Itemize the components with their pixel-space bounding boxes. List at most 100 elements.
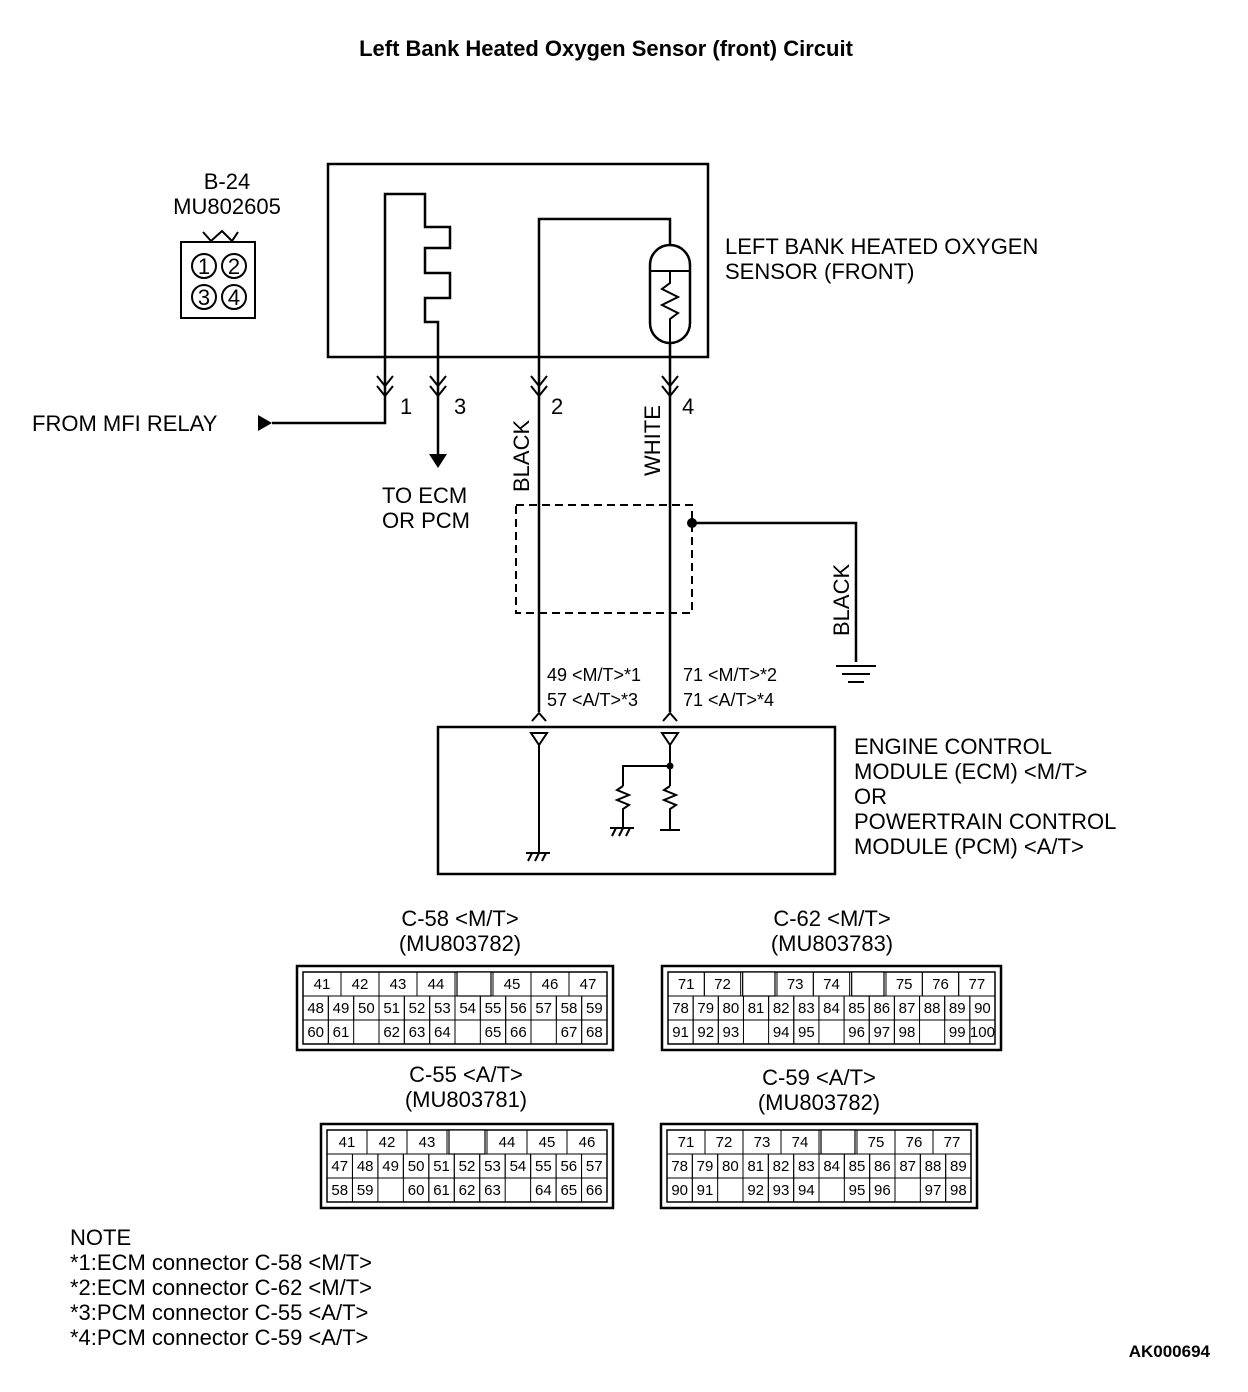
pin-number-label: 45 [539, 1134, 556, 1151]
pin-number-label: 83 [798, 1000, 815, 1017]
pin-number-label: 59 [357, 1182, 374, 1199]
pin-number-label: 55 [485, 1000, 502, 1017]
pin-number-label: 65 [560, 1182, 577, 1199]
chevron-icon [429, 375, 447, 388]
sensor-housing [326, 162, 710, 359]
pin-circle-1 [191, 253, 217, 279]
pin-number-label: 49 [333, 1000, 350, 1017]
pin-number-label: 73 [754, 1134, 771, 1151]
module-label: MODULE (PCM) <A/T> [854, 834, 1084, 859]
pin-number-label: 90 [671, 1182, 688, 1199]
pin-number-label: 48 [357, 1158, 374, 1175]
pin-number-label: 97 [873, 1024, 890, 1041]
connector-title: C-58 <M/T> [401, 906, 518, 931]
connector-part: (MU803782) [399, 931, 521, 956]
sensor-signal-lead [537, 217, 672, 410]
chevron-icon [376, 375, 394, 388]
ground-icon [836, 665, 876, 683]
pin-number-label: 66 [510, 1024, 527, 1041]
pin-number-label: 79 [697, 1158, 714, 1175]
to-ecm-label: TO ECM [382, 483, 467, 508]
pin-number-label: 91 [697, 1182, 714, 1199]
pin-number-label: 56 [560, 1158, 577, 1175]
pin-number-label: 71 [678, 1134, 695, 1151]
sensor-resistor-icon [659, 271, 681, 343]
ground-hatch [625, 827, 631, 837]
pin-number-label: 75 [896, 976, 913, 993]
terminal-icon [529, 732, 549, 747]
module-housing [436, 725, 837, 876]
ground-hatch [541, 852, 547, 862]
sensor-label: LEFT BANK HEATED OXYGEN [725, 234, 1038, 259]
pin-number-label: 82 [773, 1000, 790, 1017]
pin-number-label: 88 [924, 1000, 941, 1017]
pin-number-label: 52 [459, 1158, 476, 1175]
wire-color-label: BLACK [829, 564, 854, 636]
connector-part: (MU803782) [758, 1090, 880, 1115]
pin-number-label: 55 [535, 1158, 552, 1175]
sensor-connector-b24: B-24 MU802605 1 2 3 4 [173, 169, 281, 319]
pin-number-label: 72 [716, 1134, 733, 1151]
pin-number-label: 79 [697, 1000, 714, 1017]
connector-key-slot [448, 1129, 486, 1155]
pin-number-label: 81 [748, 1000, 765, 1017]
pin-number-label: 53 [434, 1000, 451, 1017]
connector-part: (MU803781) [405, 1087, 527, 1112]
pin-number-label: 92 [747, 1182, 764, 1199]
pin-number: 2 [551, 394, 563, 419]
pin-number-label: 92 [697, 1024, 714, 1041]
pin-number-label: 85 [848, 1000, 865, 1017]
pin-cell [691, 1177, 719, 1203]
pin-number-label: 44 [428, 976, 445, 993]
pin-label: 3 [198, 285, 210, 310]
pin-number-label: 93 [723, 1024, 740, 1041]
pin-number-label: 63 [409, 1024, 426, 1041]
connector-key-slot [742, 971, 776, 997]
pin-cell [793, 1177, 820, 1203]
ground-hatch [618, 827, 624, 837]
pin-number-label: 64 [434, 1024, 451, 1041]
connector-title: C-55 <A/T> [409, 1062, 523, 1087]
chevron-icon [530, 385, 548, 398]
to-ecm-label: OR PCM [382, 508, 470, 533]
pin-number-label: 99 [949, 1024, 966, 1041]
chevron-icon [376, 385, 394, 398]
chevron-up-icon [662, 711, 678, 722]
pin-number-label: 43 [390, 976, 407, 993]
pin-number-label: 93 [773, 1182, 790, 1199]
pin-number-label: 67 [561, 1024, 578, 1041]
pin-number-label: 98 [950, 1182, 967, 1199]
pin-number: 1 [400, 394, 412, 419]
pin-number-label: 57 [586, 1158, 603, 1175]
pin-cell [893, 1019, 921, 1045]
pin-number-label: 76 [906, 1134, 923, 1151]
pin-number-label: 97 [925, 1182, 942, 1199]
reference-code: AK000694 [1129, 1342, 1211, 1361]
connector-outline [319, 1122, 615, 1210]
pin-number-label: 98 [899, 1024, 916, 1041]
resistor-icon [614, 785, 632, 827]
pin-number-label: 46 [579, 1134, 596, 1151]
pin-number-label: 47 [580, 976, 597, 993]
pin-number-label: 91 [672, 1024, 689, 1041]
pin-number-label: 51 [433, 1158, 450, 1175]
pin-label: 4 [228, 285, 240, 310]
pin-circle-4 [221, 284, 247, 310]
arrow-right-icon [258, 415, 272, 431]
pin-cell [351, 1177, 379, 1203]
pin-number-label: 87 [899, 1158, 916, 1175]
chassis-ground-icon [610, 827, 634, 837]
note-item: *1:ECM connector C-58 <M/T> [70, 1250, 372, 1275]
pin-number-label: 77 [944, 1134, 961, 1151]
heater-element [383, 192, 452, 410]
terminal-icon [660, 732, 680, 747]
control-module-box [436, 725, 837, 876]
pin-number-label: 74 [792, 1134, 809, 1151]
chevron-up-icon [531, 711, 547, 722]
pin-number-label: 66 [586, 1182, 603, 1199]
pin-cell [327, 1019, 355, 1045]
pin-number: 3 [454, 394, 466, 419]
pin-number-label: 85 [849, 1158, 866, 1175]
pin-number: 4 [682, 394, 694, 419]
